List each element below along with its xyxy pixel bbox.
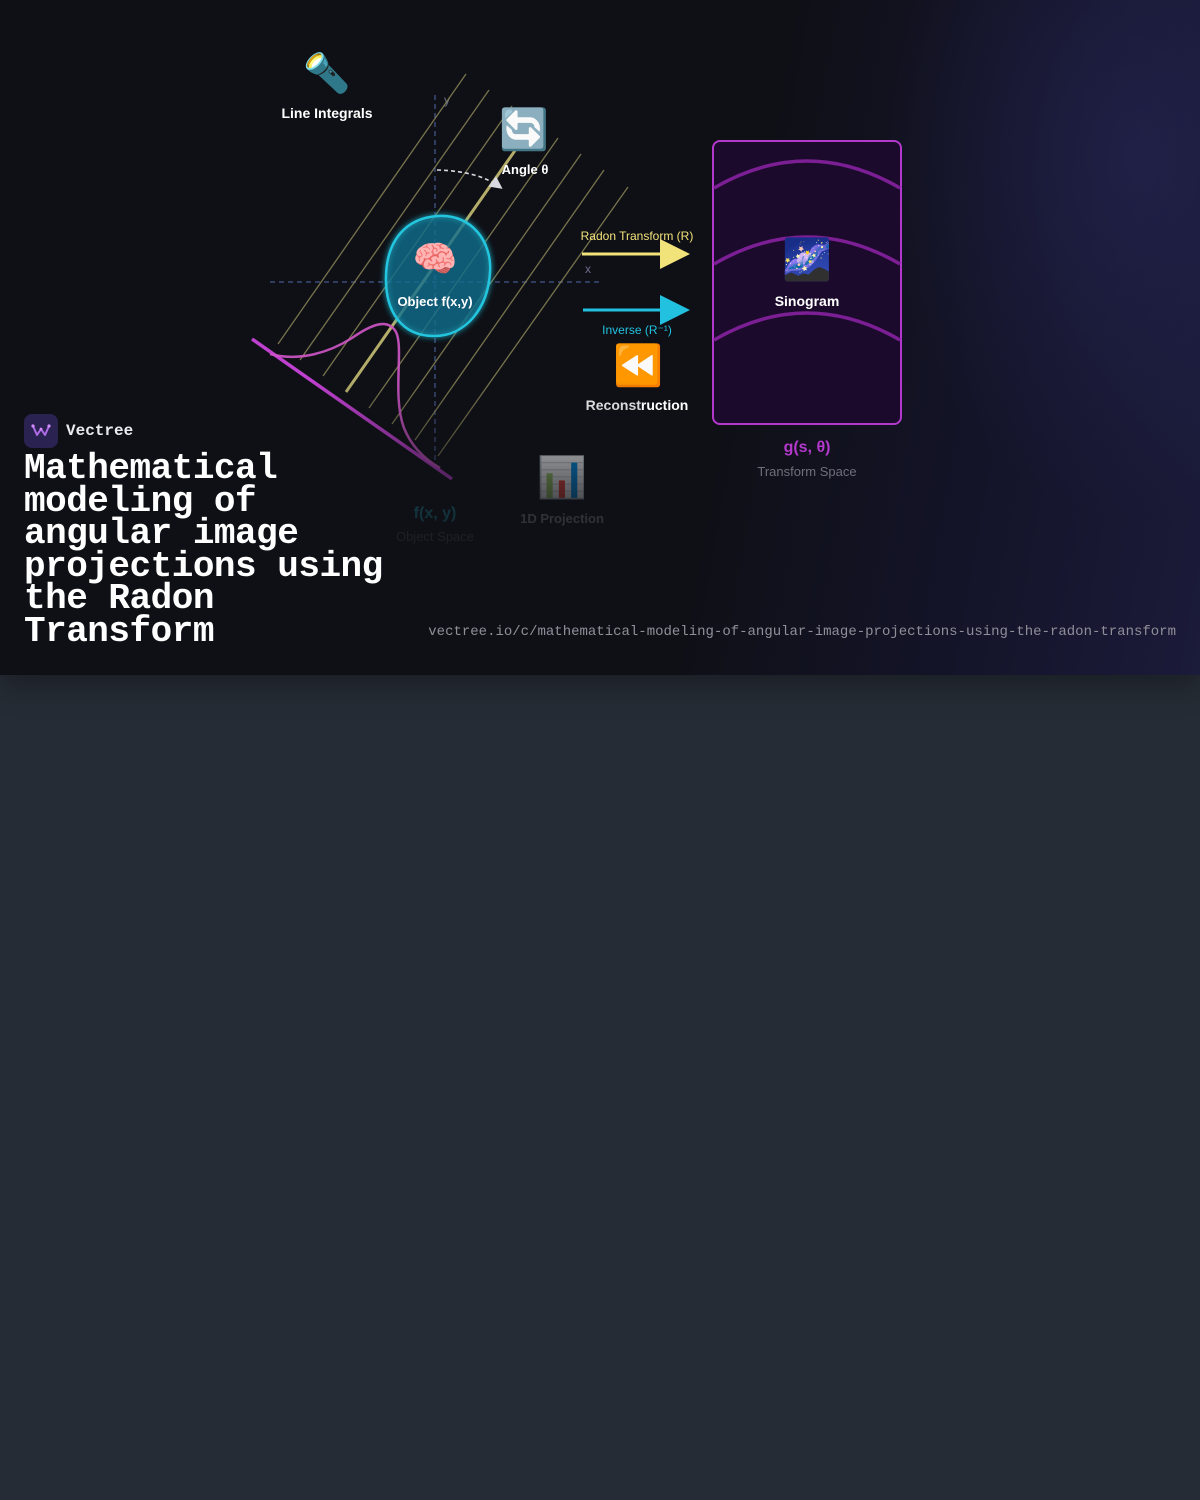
brain-icon: 🧠 [412, 239, 458, 280]
radon-transform-label: Radon Transform (R) [581, 229, 694, 243]
reconstruction-label: Reconstruction [586, 397, 689, 413]
page-title: Mathematical modeling of angular image p… [24, 448, 383, 652]
object-outline [384, 214, 492, 338]
angle-label: Angle θ [502, 162, 549, 177]
inverse-label: Inverse (R⁻¹) [602, 323, 672, 337]
sinogram-curve [713, 235, 901, 266]
brand-name: Vectree [66, 422, 134, 440]
line-integrals-label: Line Integrals [281, 105, 372, 121]
projection-curve [269, 322, 441, 470]
ray [299, 89, 490, 361]
rotate-arrows-icon: 🔄 [499, 107, 549, 153]
ray [277, 73, 467, 345]
sinogram-label: Sinogram [775, 293, 840, 309]
object-function: f(x, y) [414, 505, 457, 522]
angle-arc [436, 169, 503, 189]
axis-y-label: y [444, 93, 450, 107]
galaxy-icon: 🌌 [782, 237, 832, 283]
bar-chart-icon: 📊 [537, 455, 587, 501]
sinogram-curve [713, 159, 901, 190]
brand: Vectree [24, 414, 133, 448]
axis-x-label: x [585, 262, 591, 276]
preview-card: y x Line Integrals [0, 0, 1200, 675]
page-url[interactable]: vectree.io/c/mathematical-modeling-of-an… [428, 624, 1176, 640]
projection-label: 1D Projection [520, 511, 604, 526]
flashlight-icon: 🔦 [303, 51, 351, 95]
rewind-icon: ⏪ [613, 343, 663, 389]
sinogram-curves [713, 159, 901, 342]
transform-space-label: Transform Space [757, 464, 856, 479]
radon-diagram: y x Line Integrals [250, 73, 902, 544]
sinogram-function: g(s, θ) [784, 439, 831, 456]
sinogram-curve [713, 311, 901, 342]
object-label: Object f(x,y) [397, 294, 472, 309]
sinogram-box [712, 140, 902, 425]
vectree-logo-icon [24, 414, 58, 448]
